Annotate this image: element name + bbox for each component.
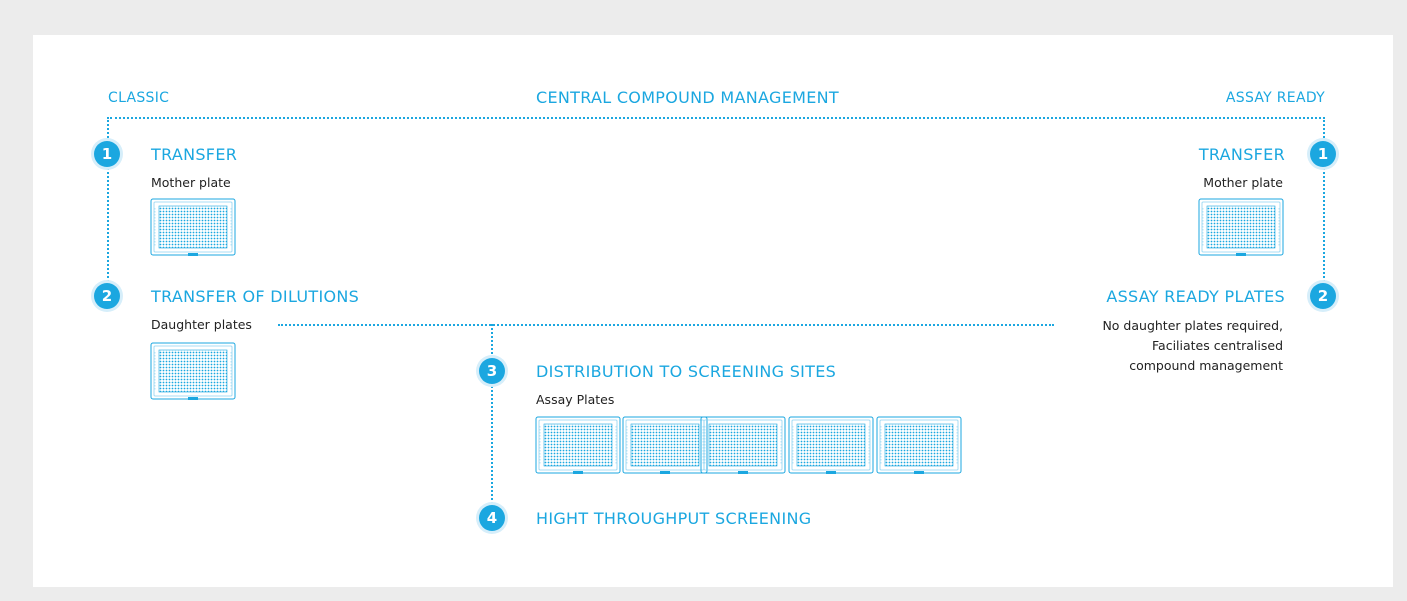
right-step-1-badge: 1 [1310,141,1336,167]
daughter-plate-icon [150,342,236,402]
right-step-1-note: Mother plate [1203,175,1283,190]
right-step-2-badge: 2 [1310,283,1336,309]
assay-plate-5-icon [876,416,962,476]
central-compound-management-label: CENTRAL COMPOUND MANAGEMENT [536,88,839,107]
microplate-icon [622,416,708,476]
microplate-icon [535,416,621,476]
mother-plate-right-icon [1198,198,1284,258]
center-vertical-line-lower [491,386,493,504]
right-step-1-title: TRANSFER [1198,145,1285,164]
left-step-2-title: TRANSFER OF DILUTIONS [151,287,360,306]
right-step-2-note-line-1: No daughter plates required, [1102,318,1283,333]
left-middle-vertical-line [107,168,109,282]
microplate-icon [150,342,236,402]
mother-plate-left-icon [150,198,236,258]
classic-label: CLASSIC [108,90,170,106]
right-middle-vertical-line [1323,168,1325,282]
right-step-2-note-line-2: Faciliates centralised [1152,338,1283,353]
left-step-2-badge: 2 [94,283,120,309]
center-step-3-note: Assay Plates [536,392,615,407]
left-step-1-note: Mother plate [151,175,231,190]
right-step-2-title: ASSAY READY PLATES [1106,287,1285,306]
center-step-3-title: DISTRIBUTION TO SCREENING SITES [536,362,837,381]
assay-plate-4-icon [788,416,874,476]
left-step-1-title: TRANSFER [151,145,238,164]
microplate-icon [1198,198,1284,258]
center-step-3-badge: 3 [479,358,505,384]
left-step-1-badge: 1 [94,141,120,167]
microplate-icon [788,416,874,476]
left-top-vertical-line [107,117,109,141]
assay-plate-2-icon [622,416,708,476]
center-step-4-title: HIGHT THROUGHPUT SCREENING [536,509,812,528]
right-step-2-note-line-3: compound management [1129,358,1283,373]
assay-ready-label: ASSAY READY [1225,90,1325,106]
assay-plate-3-icon [700,416,786,476]
assay-plate-1-icon [535,416,621,476]
left-step-2-note: Daughter plates [151,317,252,332]
microplate-icon [700,416,786,476]
top-connector-line [110,117,1325,119]
microplate-icon [876,416,962,476]
daughter-connector-line [278,324,1054,326]
center-step-4-badge: 4 [479,505,505,531]
microplate-icon [150,198,236,258]
center-vertical-line-upper [491,324,493,358]
diagram-panel [33,35,1393,587]
right-top-vertical-line [1323,117,1325,141]
